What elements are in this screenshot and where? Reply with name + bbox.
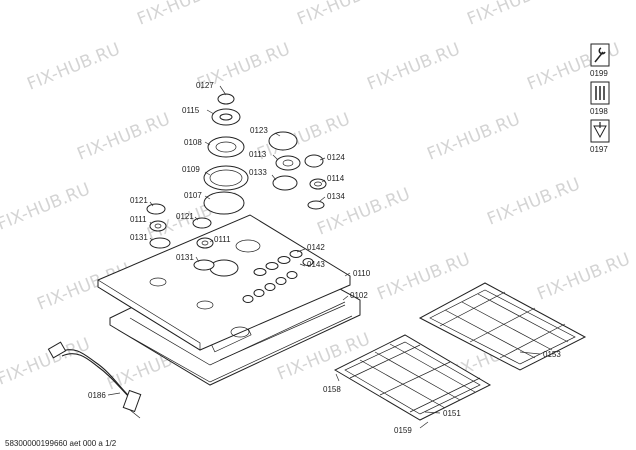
part-label: 0143 bbox=[307, 260, 325, 269]
part-label: 0121 bbox=[176, 212, 194, 221]
part-label: 0114 bbox=[327, 174, 345, 183]
control-knobs bbox=[242, 250, 314, 303]
part-label: 0134 bbox=[327, 192, 345, 201]
part-label: 0153 bbox=[543, 350, 561, 359]
part-label: 0186 bbox=[88, 391, 106, 400]
part-label: 0115 bbox=[182, 106, 200, 115]
part-label: 0102 bbox=[350, 291, 368, 300]
tool-legend: 0199 0198 0197 bbox=[590, 43, 610, 154]
watermark: FIX-HUB.RU bbox=[0, 334, 93, 389]
burner-left-back bbox=[146, 203, 171, 249]
part-label: 0110 bbox=[353, 269, 371, 278]
part-label: 0133 bbox=[249, 168, 267, 177]
part-label: 0124 bbox=[327, 153, 345, 162]
watermark: FIX-HUB.RU bbox=[484, 174, 583, 229]
pan-support-right bbox=[418, 282, 587, 371]
document-id: 58300000199660 aet 000 a 1/2 bbox=[5, 439, 117, 448]
power-cord bbox=[47, 341, 142, 419]
cooktop-top-plate bbox=[97, 214, 351, 351]
watermark: FIX-HUB.RU bbox=[134, 0, 233, 30]
watermark: FIX-HUB.RU bbox=[364, 39, 463, 94]
burner-small bbox=[304, 154, 327, 210]
legend-label: 0199 bbox=[590, 69, 608, 78]
part-label: 0108 bbox=[184, 138, 202, 147]
watermark: FIX-HUB.RU bbox=[294, 0, 393, 30]
watermark: FIX-HUB.RU bbox=[74, 109, 173, 164]
part-label: 0121 bbox=[130, 196, 148, 205]
part-label: 0107 bbox=[184, 191, 202, 200]
watermark: FIX-HUB.RU bbox=[534, 249, 633, 304]
part-labels: 0127 0115 0108 0123 0113 0124 0109 0133 … bbox=[88, 81, 561, 435]
burner-left-front bbox=[192, 217, 215, 271]
part-label: 0113 bbox=[249, 150, 267, 159]
watermark: FIX-HUB.RU bbox=[24, 39, 123, 94]
burner-large bbox=[203, 93, 249, 215]
watermark: FIX-HUB.RU bbox=[374, 249, 473, 304]
legend-label: 0197 bbox=[590, 145, 608, 154]
burner-medium bbox=[268, 131, 301, 191]
part-label: 0131 bbox=[130, 233, 148, 242]
part-label: 0158 bbox=[323, 385, 341, 394]
part-label: 0159 bbox=[394, 426, 412, 435]
pan-support-left bbox=[333, 334, 492, 421]
part-label: 0131 bbox=[176, 253, 194, 262]
leader-lines bbox=[107, 85, 541, 429]
watermark: FIX-HUB.RU bbox=[424, 109, 523, 164]
part-label: 0111 bbox=[214, 235, 231, 244]
watermark: FIX-HUB.RU bbox=[464, 0, 563, 30]
part-label: 0109 bbox=[182, 165, 200, 174]
legend-label: 0198 bbox=[590, 107, 608, 116]
part-label: 0123 bbox=[250, 126, 268, 135]
watermark: FIX-HUB.RU bbox=[0, 179, 93, 234]
part-label: 0127 bbox=[196, 81, 214, 90]
part-label: 0151 bbox=[443, 409, 461, 418]
part-label: 0142 bbox=[307, 243, 325, 252]
part-label: 0111 bbox=[130, 215, 147, 224]
